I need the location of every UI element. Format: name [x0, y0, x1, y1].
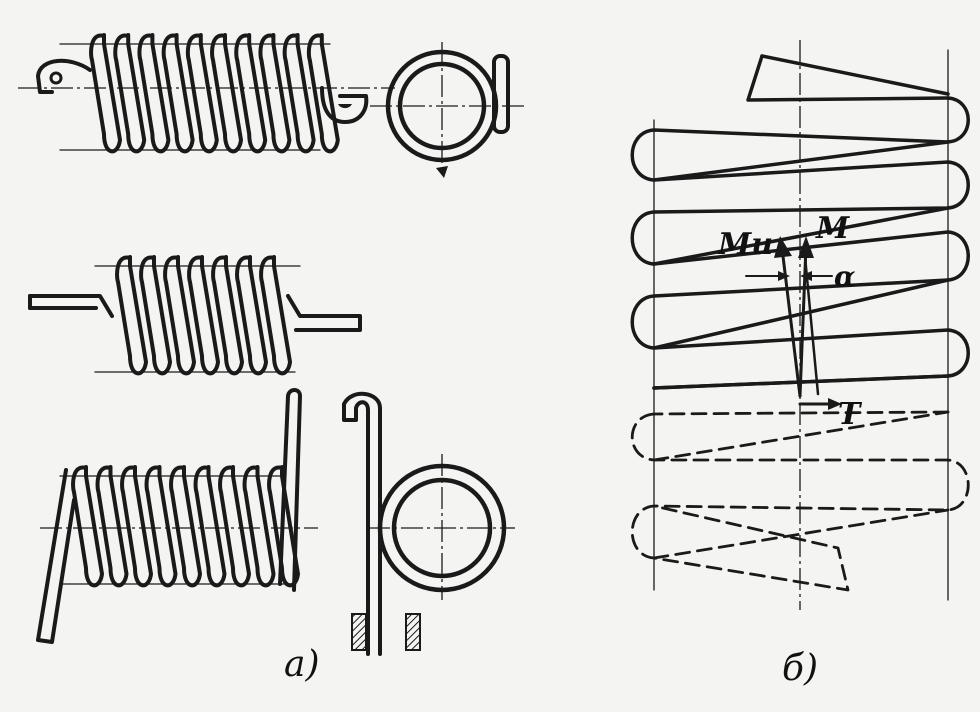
end-view-hook-bar	[492, 54, 510, 134]
spring2-left-leg	[28, 294, 114, 318]
vector-mu	[780, 246, 802, 398]
helix-dashed-strand-1	[652, 410, 950, 462]
vector-m-side	[802, 244, 820, 396]
coil-loop	[139, 255, 172, 376]
coil-loop	[187, 255, 220, 376]
helix-top-end-edge	[760, 54, 950, 96]
spring3-left-leg	[36, 468, 76, 644]
helix-solid-coils	[630, 96, 970, 390]
coil-loop	[306, 33, 340, 154]
panel-b-label: б)	[782, 648, 818, 689]
coil-loop	[71, 465, 104, 588]
spring3-right-leg	[278, 388, 302, 592]
coil-loop	[267, 465, 300, 588]
coil-loop	[235, 255, 268, 376]
helix-top-end	[746, 54, 950, 102]
coil-loop	[259, 255, 292, 376]
helix-dashed-strand-2	[652, 508, 950, 560]
label-mu: Mu	[717, 227, 773, 262]
coil-loop	[242, 465, 276, 588]
vector-t-arrowhead	[828, 398, 842, 410]
label-t: T	[838, 397, 863, 432]
coil-loop	[113, 33, 147, 154]
coil-loop	[115, 255, 148, 376]
coil-loop	[144, 465, 178, 588]
coil-loop	[218, 465, 251, 588]
vector-m	[798, 244, 808, 398]
coil-loop	[89, 33, 122, 154]
spring1-right-hook-fill	[338, 104, 352, 109]
vector-mu-arrowhead	[774, 236, 792, 258]
helix-back-strand-2	[652, 206, 950, 266]
coil-loop	[169, 465, 202, 588]
coil-loop	[95, 465, 129, 588]
helix-force-diagram	[630, 40, 970, 610]
spring2-coils	[115, 255, 292, 376]
left-support-hatch	[351, 613, 367, 651]
coil-loop	[211, 255, 244, 376]
coil-loop	[120, 465, 153, 588]
extension-spring-side-view	[18, 33, 395, 154]
coil-loop	[234, 33, 268, 154]
spring2-right-leg	[286, 294, 362, 332]
spring3-coils	[71, 465, 300, 588]
torsion-spring-end-view	[342, 392, 515, 656]
coil-loop	[161, 33, 195, 154]
coil-loop	[185, 33, 219, 154]
coil-loop	[210, 33, 243, 154]
spring1-right-hook	[320, 86, 369, 124]
helix-back-strand-1	[652, 140, 950, 182]
torsion-spring-straight-ends	[28, 255, 362, 376]
coil-loop	[163, 255, 196, 376]
torsion-spring-long-legs	[36, 388, 318, 644]
coil-loop	[193, 465, 227, 588]
end-view-mark	[436, 166, 448, 178]
label-alpha: α	[834, 260, 856, 293]
extension-spring-end-view	[370, 42, 525, 178]
label-m: M	[815, 211, 850, 246]
helix-dashed-strand-3	[652, 410, 950, 416]
alpha-arrow-right	[800, 271, 812, 281]
spring1-left-hook-eye	[49, 71, 63, 85]
panel-a-label: а)	[284, 644, 320, 685]
helix-back-strand-3	[652, 278, 950, 350]
spring1-coils	[89, 33, 340, 154]
coil-loop	[282, 33, 316, 154]
coil-loop	[137, 33, 171, 154]
spring1-left-hook	[36, 58, 92, 94]
vector-m-arrowhead	[798, 236, 814, 258]
right-support-hatch	[405, 613, 421, 651]
end-view-hook-leg	[342, 392, 382, 656]
helix-dashed-coils	[631, 412, 970, 592]
coil-loop	[258, 33, 292, 154]
alpha-arrow-left	[778, 271, 790, 281]
